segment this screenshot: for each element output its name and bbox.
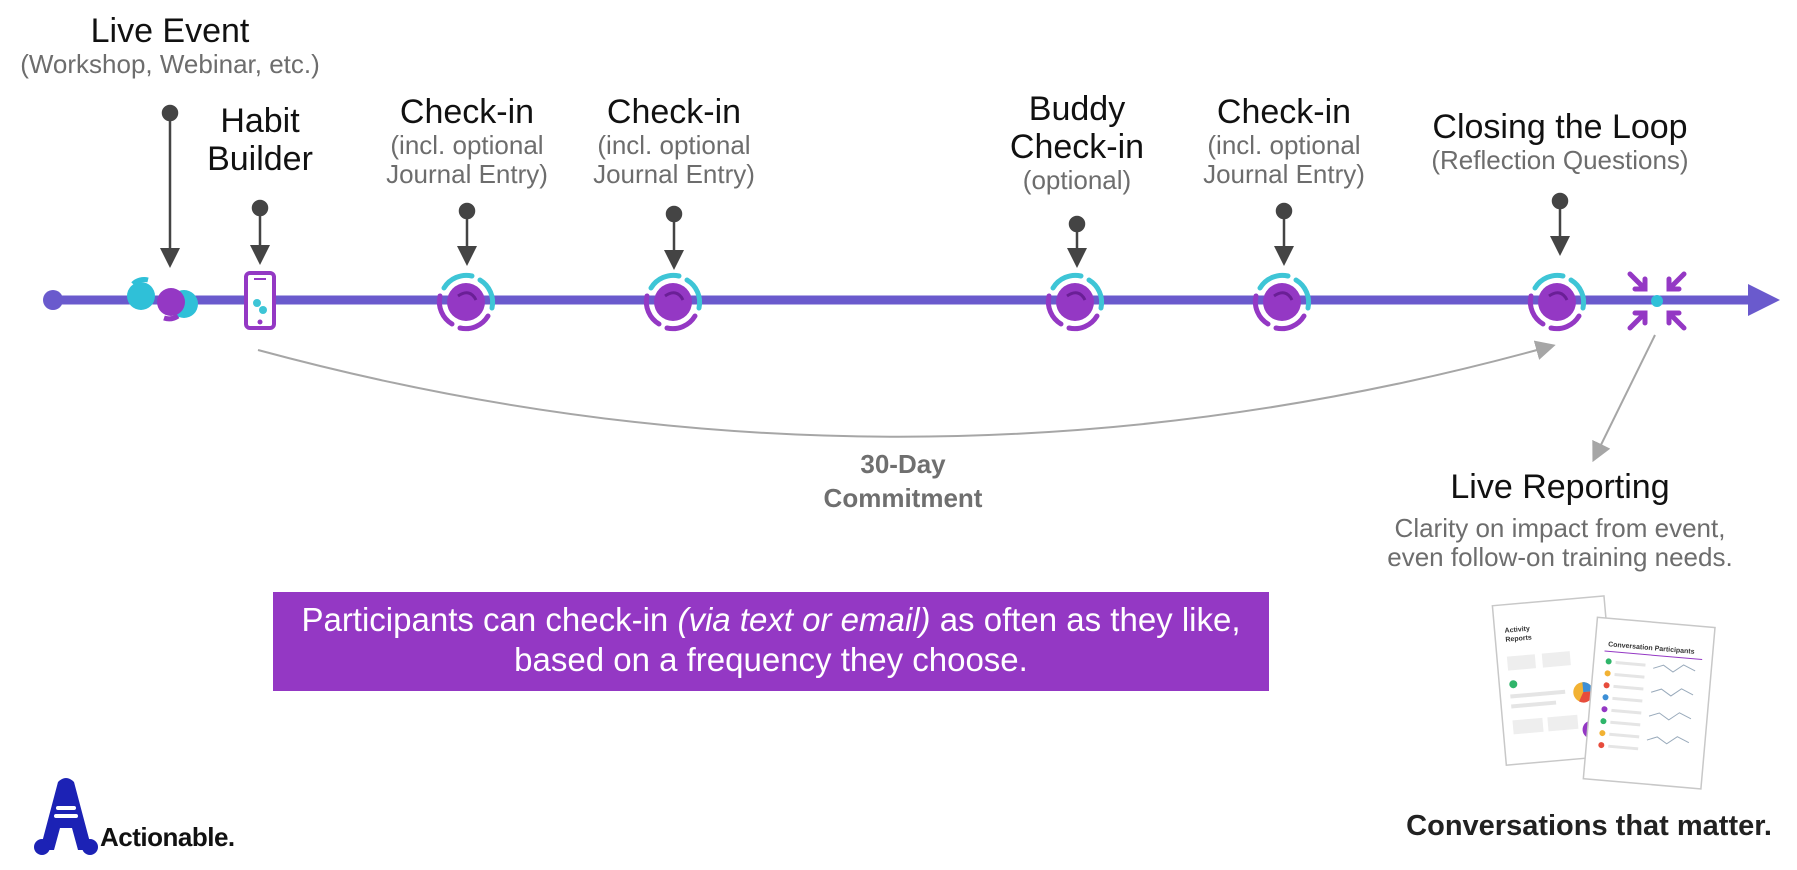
checkin-2-sub-line2: Journal Entry)	[593, 159, 755, 189]
checkin-1-sub-line1: (incl. optional	[390, 130, 544, 160]
closing-loop-label: Closing the Loop (Reflection Questions)	[1410, 108, 1710, 175]
checkin-1-sub-line2: Journal Entry)	[386, 159, 548, 189]
brand-name: Actionable.	[100, 822, 235, 852]
actionable-logo-icon	[34, 778, 98, 855]
report-back-title-2: Reports	[1505, 634, 1532, 643]
callout-text-italic: (via text or email)	[677, 601, 931, 638]
live-reporting-label: Live Reporting Clarity on impact from ev…	[1360, 468, 1760, 572]
callout-text-after: as often as they like, based on a freque…	[514, 601, 1241, 678]
commitment-line1: 30-Day	[860, 449, 946, 479]
callout-text-before: Participants can check-in	[301, 601, 678, 638]
timeline-arrowhead	[1748, 284, 1780, 316]
commitment-line2: Commitment	[823, 483, 983, 513]
closing-loop-title: Closing the Loop	[1432, 108, 1688, 146]
checkin-2-label: Check-in (incl. optional Journal Entry)	[574, 93, 774, 189]
closing-loop-swirl-icon	[1530, 275, 1583, 328]
frequency-callout: Participants can check-in (via text or e…	[273, 592, 1269, 691]
habit-builder-title-line2: Builder	[207, 140, 313, 178]
checkin-1-title: Check-in	[399, 93, 535, 131]
report-back-title-1: Activity	[1504, 626, 1530, 635]
commitment-label: 30-Day Commitment	[803, 447, 1003, 515]
habit-builder-title-line1: Habit	[220, 102, 300, 140]
live-reporting-desc-line1: Clarity on impact from event,	[1394, 513, 1726, 543]
checkin-3-title: Check-in	[1216, 93, 1352, 131]
live-event-label: Live Event (Workshop, Webinar, etc.)	[20, 12, 320, 79]
checkin-2-title: Check-in	[606, 93, 742, 131]
pin-pointers	[160, 104, 1570, 270]
brand-tagline: Conversations that matter.	[1406, 810, 1772, 842]
buddy-checkin-title-line1: Buddy	[1028, 90, 1126, 128]
commitment-arc	[257, 340, 1556, 438]
habit-builder-label: Habit Builder	[185, 102, 335, 178]
phone-icon	[244, 271, 276, 330]
timeline-start-dot	[43, 290, 63, 310]
report-thumbnail-back: Activity Reports	[1491, 595, 1619, 766]
report-thumbnail-front: Conversation Participants	[1582, 616, 1716, 790]
convergence-center-dot	[1651, 295, 1663, 307]
buddy-checkin-swirl-icon	[1048, 275, 1101, 328]
live-event-title: Live Event	[90, 12, 250, 50]
checkin-swirl-icon	[1255, 275, 1308, 328]
reporting-arrow	[1592, 334, 1656, 463]
live-reporting-title: Live Reporting	[1450, 468, 1670, 506]
checkin-3-sub-line1: (incl. optional	[1207, 130, 1361, 160]
buddy-checkin-label: Buddy Check-in (optional)	[977, 90, 1177, 195]
checkin-3-label: Check-in (incl. optional Journal Entry)	[1184, 93, 1384, 189]
buddy-checkin-subtitle: (optional)	[1022, 165, 1132, 195]
checkin-swirl-icon	[646, 275, 699, 328]
closing-loop-subtitle: (Reflection Questions)	[1431, 145, 1689, 175]
live-event-icon	[127, 277, 198, 322]
convergence-icon	[1627, 271, 1687, 331]
checkin-2-sub-line1: (incl. optional	[597, 130, 751, 160]
live-reporting-desc-line2: even follow-on training needs.	[1387, 542, 1733, 572]
buddy-checkin-title-line2: Check-in	[1009, 128, 1145, 166]
live-event-subtitle: (Workshop, Webinar, etc.)	[20, 49, 320, 79]
checkin-swirl-icon	[439, 275, 492, 328]
checkin-3-sub-line2: Journal Entry)	[1203, 159, 1365, 189]
checkin-1-label: Check-in (incl. optional Journal Entry)	[367, 93, 567, 189]
